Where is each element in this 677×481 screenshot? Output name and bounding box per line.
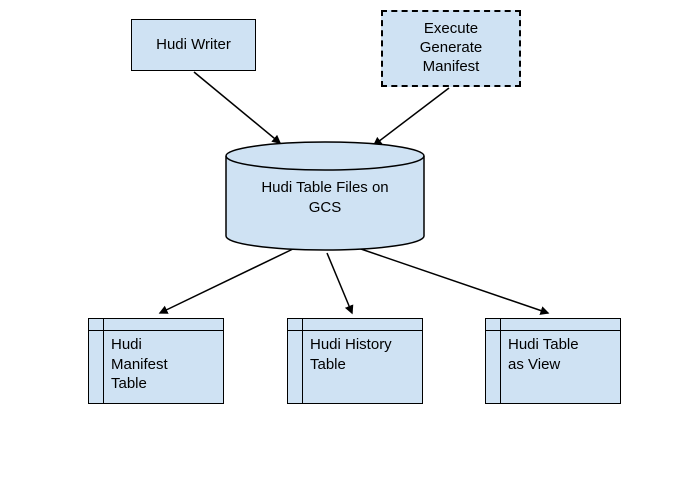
table-top-band — [486, 330, 620, 331]
table-left-band — [302, 319, 303, 403]
node-execute-generate-manifest: Execute Generate Manifest — [381, 10, 521, 87]
node-execute-generate-manifest-label: Execute Generate Manifest — [419, 20, 483, 75]
table-top-band — [288, 330, 422, 331]
node-hudi-manifest-table: Hudi Manifest Table — [88, 318, 224, 404]
node-hudi-writer-label: Hudi Writer — [156, 35, 231, 53]
arrow-gcs-to-table-as-view — [357, 247, 550, 315]
table-left-band — [103, 319, 104, 403]
arrow-gcs-to-manifest-table — [158, 247, 296, 314]
node-hudi-history-table-label: Hudi History Table — [310, 336, 392, 373]
arrow-writer-to-gcs — [193, 71, 282, 144]
node-hudi-table-as-view: Hudi Table as View — [485, 318, 621, 404]
node-hudi-writer: Hudi Writer — [131, 19, 256, 71]
node-hudi-manifest-table-label: Hudi Manifest Table — [111, 336, 168, 392]
arrow-execute-to-gcs — [372, 87, 450, 146]
table-top-band — [89, 330, 223, 331]
node-hudi-table-as-view-label: Hudi Table as View — [508, 336, 579, 373]
arrow-gcs-to-history-table — [326, 252, 354, 315]
node-hudi-history-table: Hudi History Table — [287, 318, 423, 404]
node-gcs-cylinder-label: Hudi Table Files on GCS — [261, 179, 389, 216]
node-gcs-cylinder: Hudi Table Files on GCS — [225, 140, 425, 252]
table-left-band — [500, 319, 501, 403]
cylinder-shape — [225, 141, 425, 251]
